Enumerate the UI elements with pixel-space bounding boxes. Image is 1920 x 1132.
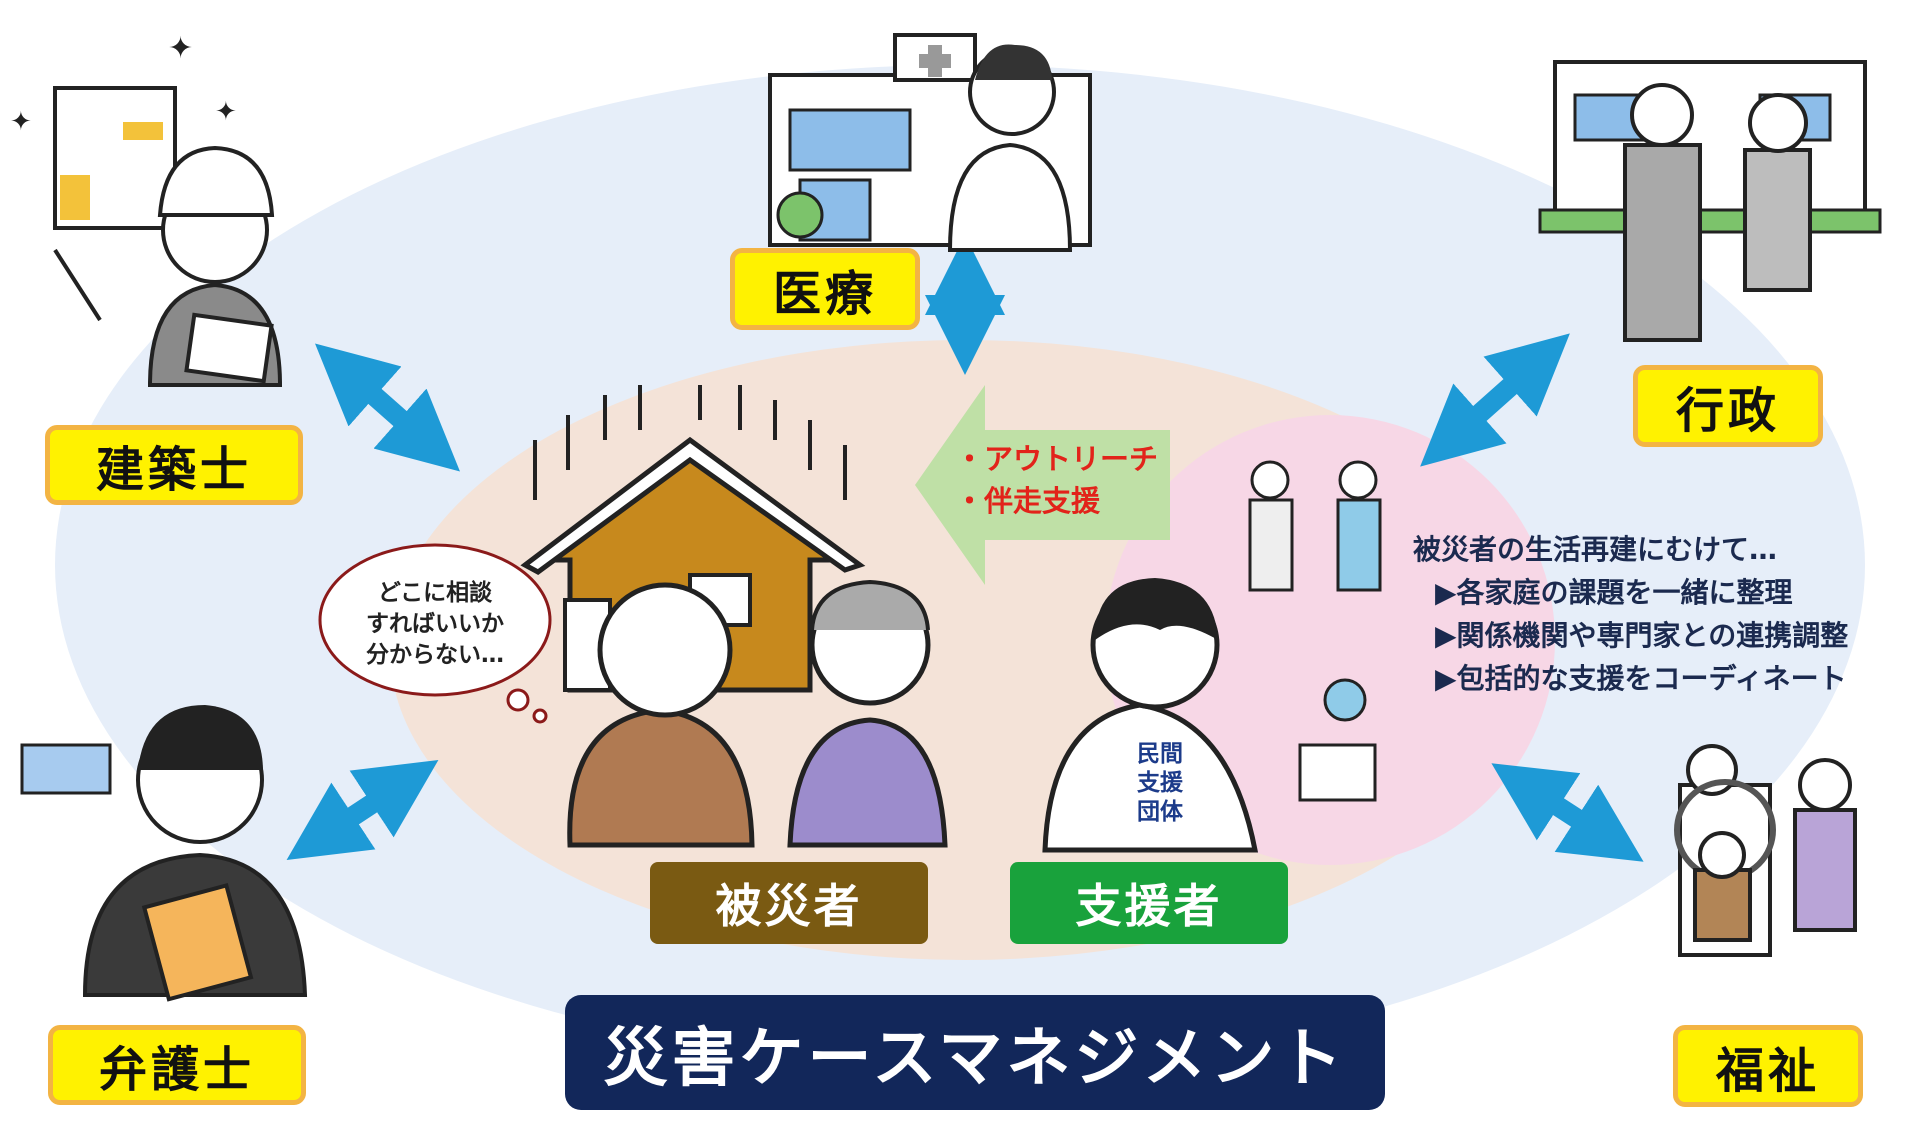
arrow-lawyer (286, 759, 439, 861)
outreach-arrow (915, 385, 1170, 585)
victims-illustration (567, 579, 948, 848)
shirt-line: 団体 (1137, 799, 1183, 825)
outreach-item: ・伴走支援 (955, 484, 1101, 518)
speech-line: どこに相談 (377, 580, 493, 606)
supporter-illustration (1042, 460, 1382, 853)
svg-text:✦: ✦ (10, 107, 32, 137)
speech-line: 分からない… (366, 642, 504, 668)
role-supporter: 支援者 (1010, 862, 1288, 944)
supporter-shirt-text: 民間 支援 団体 (1127, 740, 1193, 827)
role-victim: 被災者 (650, 862, 928, 944)
notes-item: ▶各家庭の課題を一緒に整理 (1435, 576, 1793, 609)
notes-heading: 被災者の生活再建にむけて… (1413, 533, 1778, 566)
speech-bubble (318, 543, 552, 724)
outreach-item: ・アウトリーチ (955, 442, 1159, 476)
label-lawyer: 弁護士 (48, 1025, 306, 1105)
svg-text:✦: ✦ (215, 97, 237, 127)
notes-item: ▶関係機関や専門家との連携調整 (1435, 619, 1849, 652)
label-medical: 医療 (730, 248, 920, 330)
government-illustration (1538, 60, 1882, 342)
speech-line: すればいいか (366, 611, 504, 637)
shirt-line: 支援 (1137, 770, 1183, 796)
hospital-doctor-illustration (768, 33, 1092, 252)
label-architect: 建築士 (45, 425, 303, 505)
svg-text:✦: ✦ (168, 31, 193, 66)
label-administration: 行政 (1633, 365, 1823, 447)
speech-bubble-text: どこに相談 すればいいか 分からない… (330, 578, 540, 671)
support-notes: 被災者の生活再建にむけて… ▶各家庭の課題を一緒に整理 ▶関係機関や専門家との連… (1413, 528, 1848, 700)
welfare-illustration (1674, 744, 1857, 957)
outreach-text: ・アウトリーチ ・伴走支援 (955, 438, 1158, 522)
architect-illustration: ✦ ✦ ✦ (10, 31, 283, 387)
lawyer-illustration (20, 705, 308, 1002)
shirt-line: 民間 (1137, 741, 1183, 767)
arrow-welfare (1491, 763, 1644, 862)
arrow-architect (315, 343, 460, 472)
label-welfare: 福祉 (1673, 1025, 1863, 1107)
notes-item: ▶包括的な支援をコーディネート (1435, 662, 1847, 695)
arrow-administration (1420, 333, 1570, 467)
main-title: 災害ケースマネジメント (565, 995, 1385, 1110)
